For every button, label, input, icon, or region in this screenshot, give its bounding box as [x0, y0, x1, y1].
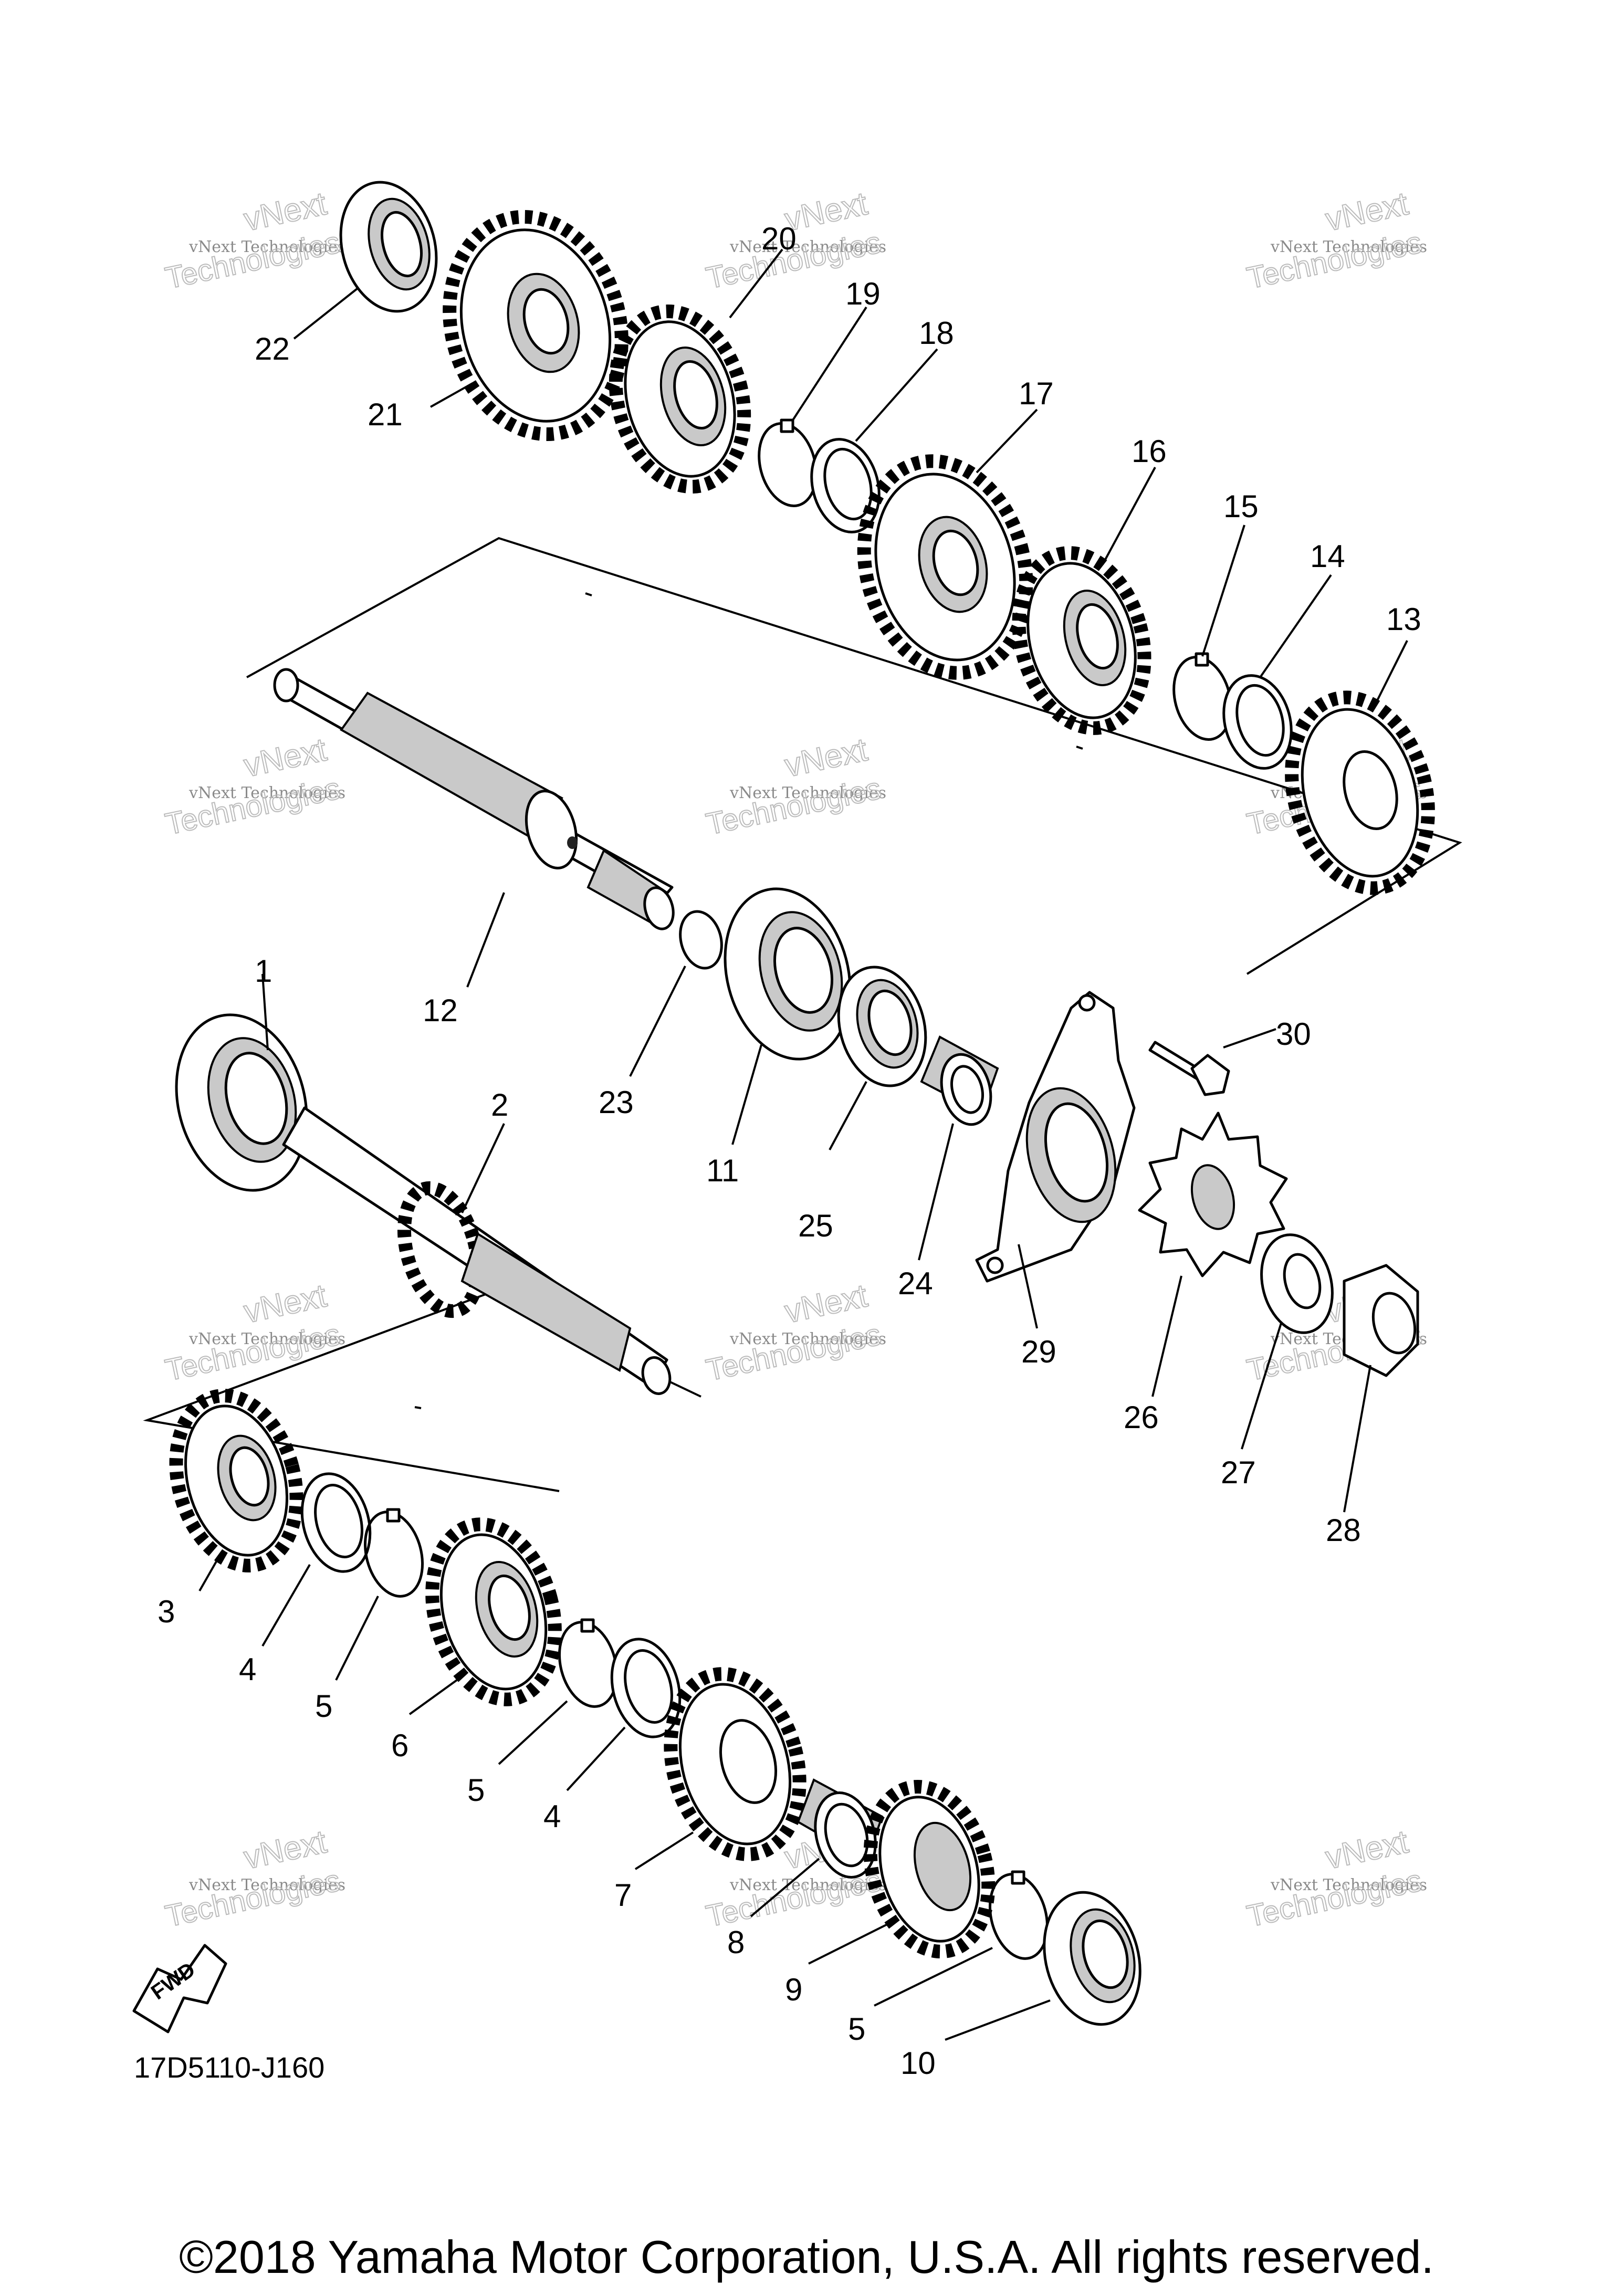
callout-6: 6 [391, 1728, 409, 1763]
watermark-text: vNext Technologies [729, 1876, 886, 1894]
callout-13: 13 [1386, 602, 1421, 637]
callout-21: 21 [368, 397, 403, 432]
callout-7: 7 [614, 1878, 632, 1913]
part-24-collar [920, 1035, 999, 1126]
callout-12: 12 [423, 993, 458, 1028]
watermark: vNext vNext Technologies Technologies [1243, 1823, 1427, 1934]
callout-26: 26 [1124, 1400, 1159, 1435]
part-27-lock-washer [1260, 1233, 1334, 1334]
watermark: vNext vNext Technologies Technologies [1243, 185, 1427, 296]
part-11-bearing [724, 887, 852, 1061]
part-13-gear [1285, 690, 1435, 895]
callout-15: 15 [1223, 489, 1259, 524]
watermark-text: vNext Technologies [1270, 238, 1427, 256]
part-21-gear [443, 209, 629, 442]
callout-11: 11 [706, 1153, 739, 1188]
watermark-text: vNext Technologies [729, 238, 886, 256]
callout-3: 3 [158, 1594, 175, 1629]
callout-4b: 4 [543, 1799, 561, 1834]
callout-24: 24 [898, 1266, 933, 1301]
watermark: vNext vNext Technologies Technologies [162, 1277, 345, 1388]
part-5-circlip [363, 1508, 424, 1598]
part-6-gear [425, 1517, 562, 1706]
part-23-o-ring [679, 910, 723, 970]
watermark: vNext vNext Technologies Technologies [703, 185, 886, 296]
part-20-gear [609, 304, 751, 494]
callout-labels: 1 2 3 4 5 6 5 4 7 8 9 5 10 11 12 13 14 1… [158, 221, 1421, 2081]
callout-25: 25 [798, 1208, 833, 1243]
watermark-text: vNext Technologies [729, 784, 886, 802]
part-3-gear [169, 1389, 303, 1572]
fwd-arrow-icon: FWD [132, 1944, 227, 2033]
part-9-gear [863, 1779, 996, 1959]
leader-lines [198, 248, 1408, 2041]
callout-16: 16 [1132, 434, 1167, 469]
callout-23: 23 [599, 1085, 634, 1120]
part-5-circlip-c [988, 1870, 1049, 1960]
watermark-text: vNext Technologies [188, 1876, 345, 1894]
callout-17: 17 [1019, 376, 1054, 411]
callout-14: 14 [1310, 539, 1345, 574]
part-8-needle-bearing [797, 1778, 884, 1879]
part-22-bearing [339, 181, 438, 313]
part-7-gear [664, 1667, 806, 1861]
part-25-oil-seal [837, 966, 927, 1087]
watermark-text: vNext Technologies [188, 784, 345, 802]
part-4-washer [300, 1472, 372, 1573]
callout-5: 5 [315, 1689, 332, 1724]
part-30-bolt [1148, 1041, 1230, 1096]
watermark: vNext vNext Technologies Technologies [162, 731, 345, 842]
callout-28: 28 [1326, 1513, 1361, 1548]
part-10-bearing [1043, 1891, 1141, 2026]
watermark-text: vNext Technologies [729, 1330, 886, 1348]
callout-27: 27 [1221, 1455, 1256, 1490]
callout-19: 19 [845, 276, 881, 311]
part-14-washer [1222, 674, 1293, 770]
callout-2: 2 [491, 1087, 508, 1123]
callout-9: 9 [785, 1972, 802, 2007]
copyright-notice: ©2018 Yamaha Motor Corporation, U.S.A. A… [179, 2231, 1434, 2283]
diagram-reference-code: 17D5110-J160 [134, 2051, 325, 2084]
callout-4: 4 [239, 1652, 256, 1687]
watermark-text: vNext Technologies [188, 1330, 345, 1348]
watermark: vNext vNext Technologies Technologies [162, 1823, 345, 1934]
part-26-drive-sprocket [1138, 1112, 1288, 1277]
assembly-bracket-upper [246, 537, 1462, 975]
callout-8: 8 [727, 1925, 745, 1960]
watermark: vNext vNext Technologies Technologies [703, 1277, 886, 1388]
part-28-nut [1343, 1264, 1419, 1377]
part-16-gear [1012, 546, 1151, 735]
part-1-bearing [175, 1013, 308, 1192]
callout-5b: 5 [467, 1773, 485, 1808]
callout-29: 29 [1021, 1334, 1056, 1369]
callout-30: 30 [1276, 1016, 1311, 1052]
callout-5c: 5 [848, 2011, 865, 2047]
part-4-washer-b [610, 1638, 682, 1738]
part-12-main-axle [273, 668, 675, 930]
part-17-gear [857, 454, 1033, 680]
watermark: vNext vNext Technologies Technologies [162, 185, 345, 296]
callout-20: 20 [761, 221, 797, 256]
part-29-sprocket-cover [975, 991, 1136, 1283]
part-18-washer [810, 438, 881, 533]
part-2-drive-axle [282, 1106, 672, 1395]
callout-22: 22 [255, 331, 290, 366]
callout-18: 18 [919, 316, 954, 351]
callout-10: 10 [900, 2046, 936, 2081]
watermark-text: vNext Technologies [188, 238, 345, 256]
watermark: vNext vNext Technologies Technologies [703, 731, 886, 842]
watermark-text: vNext Technologies [1270, 1876, 1427, 1894]
callout-1: 1 [255, 953, 272, 989]
